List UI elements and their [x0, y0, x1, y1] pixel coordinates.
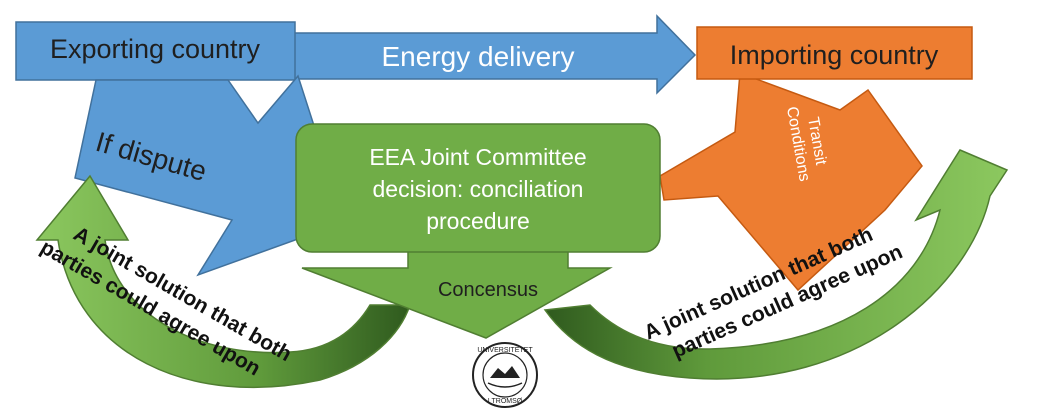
committee-line3: procedure [426, 208, 530, 234]
committee-line1: EEA Joint Committee [369, 144, 586, 170]
seal-text-top: UNIVERSITETET [477, 347, 533, 354]
seal-text-bottom: I TROMSØ [488, 398, 523, 405]
exporting-country-box [15, 21, 296, 81]
consensus-arrow [301, 249, 613, 339]
right-curved-arrow [543, 149, 1009, 380]
exporting-country-label: Exporting country [50, 34, 261, 64]
university-seal: UNIVERSITETET I TROMSØ [472, 342, 538, 408]
transit-conditions-arrow [659, 71, 923, 292]
energy-delivery-arrow [269, 14, 697, 95]
committee-box [295, 123, 661, 253]
consensus-label: Concensus [438, 279, 538, 301]
energy-delivery-label: Energy delivery [382, 41, 575, 72]
committee-line2: decision: conciliation [373, 176, 584, 202]
importing-country-label: Importing country [730, 40, 939, 70]
importing-country-box [696, 26, 973, 80]
